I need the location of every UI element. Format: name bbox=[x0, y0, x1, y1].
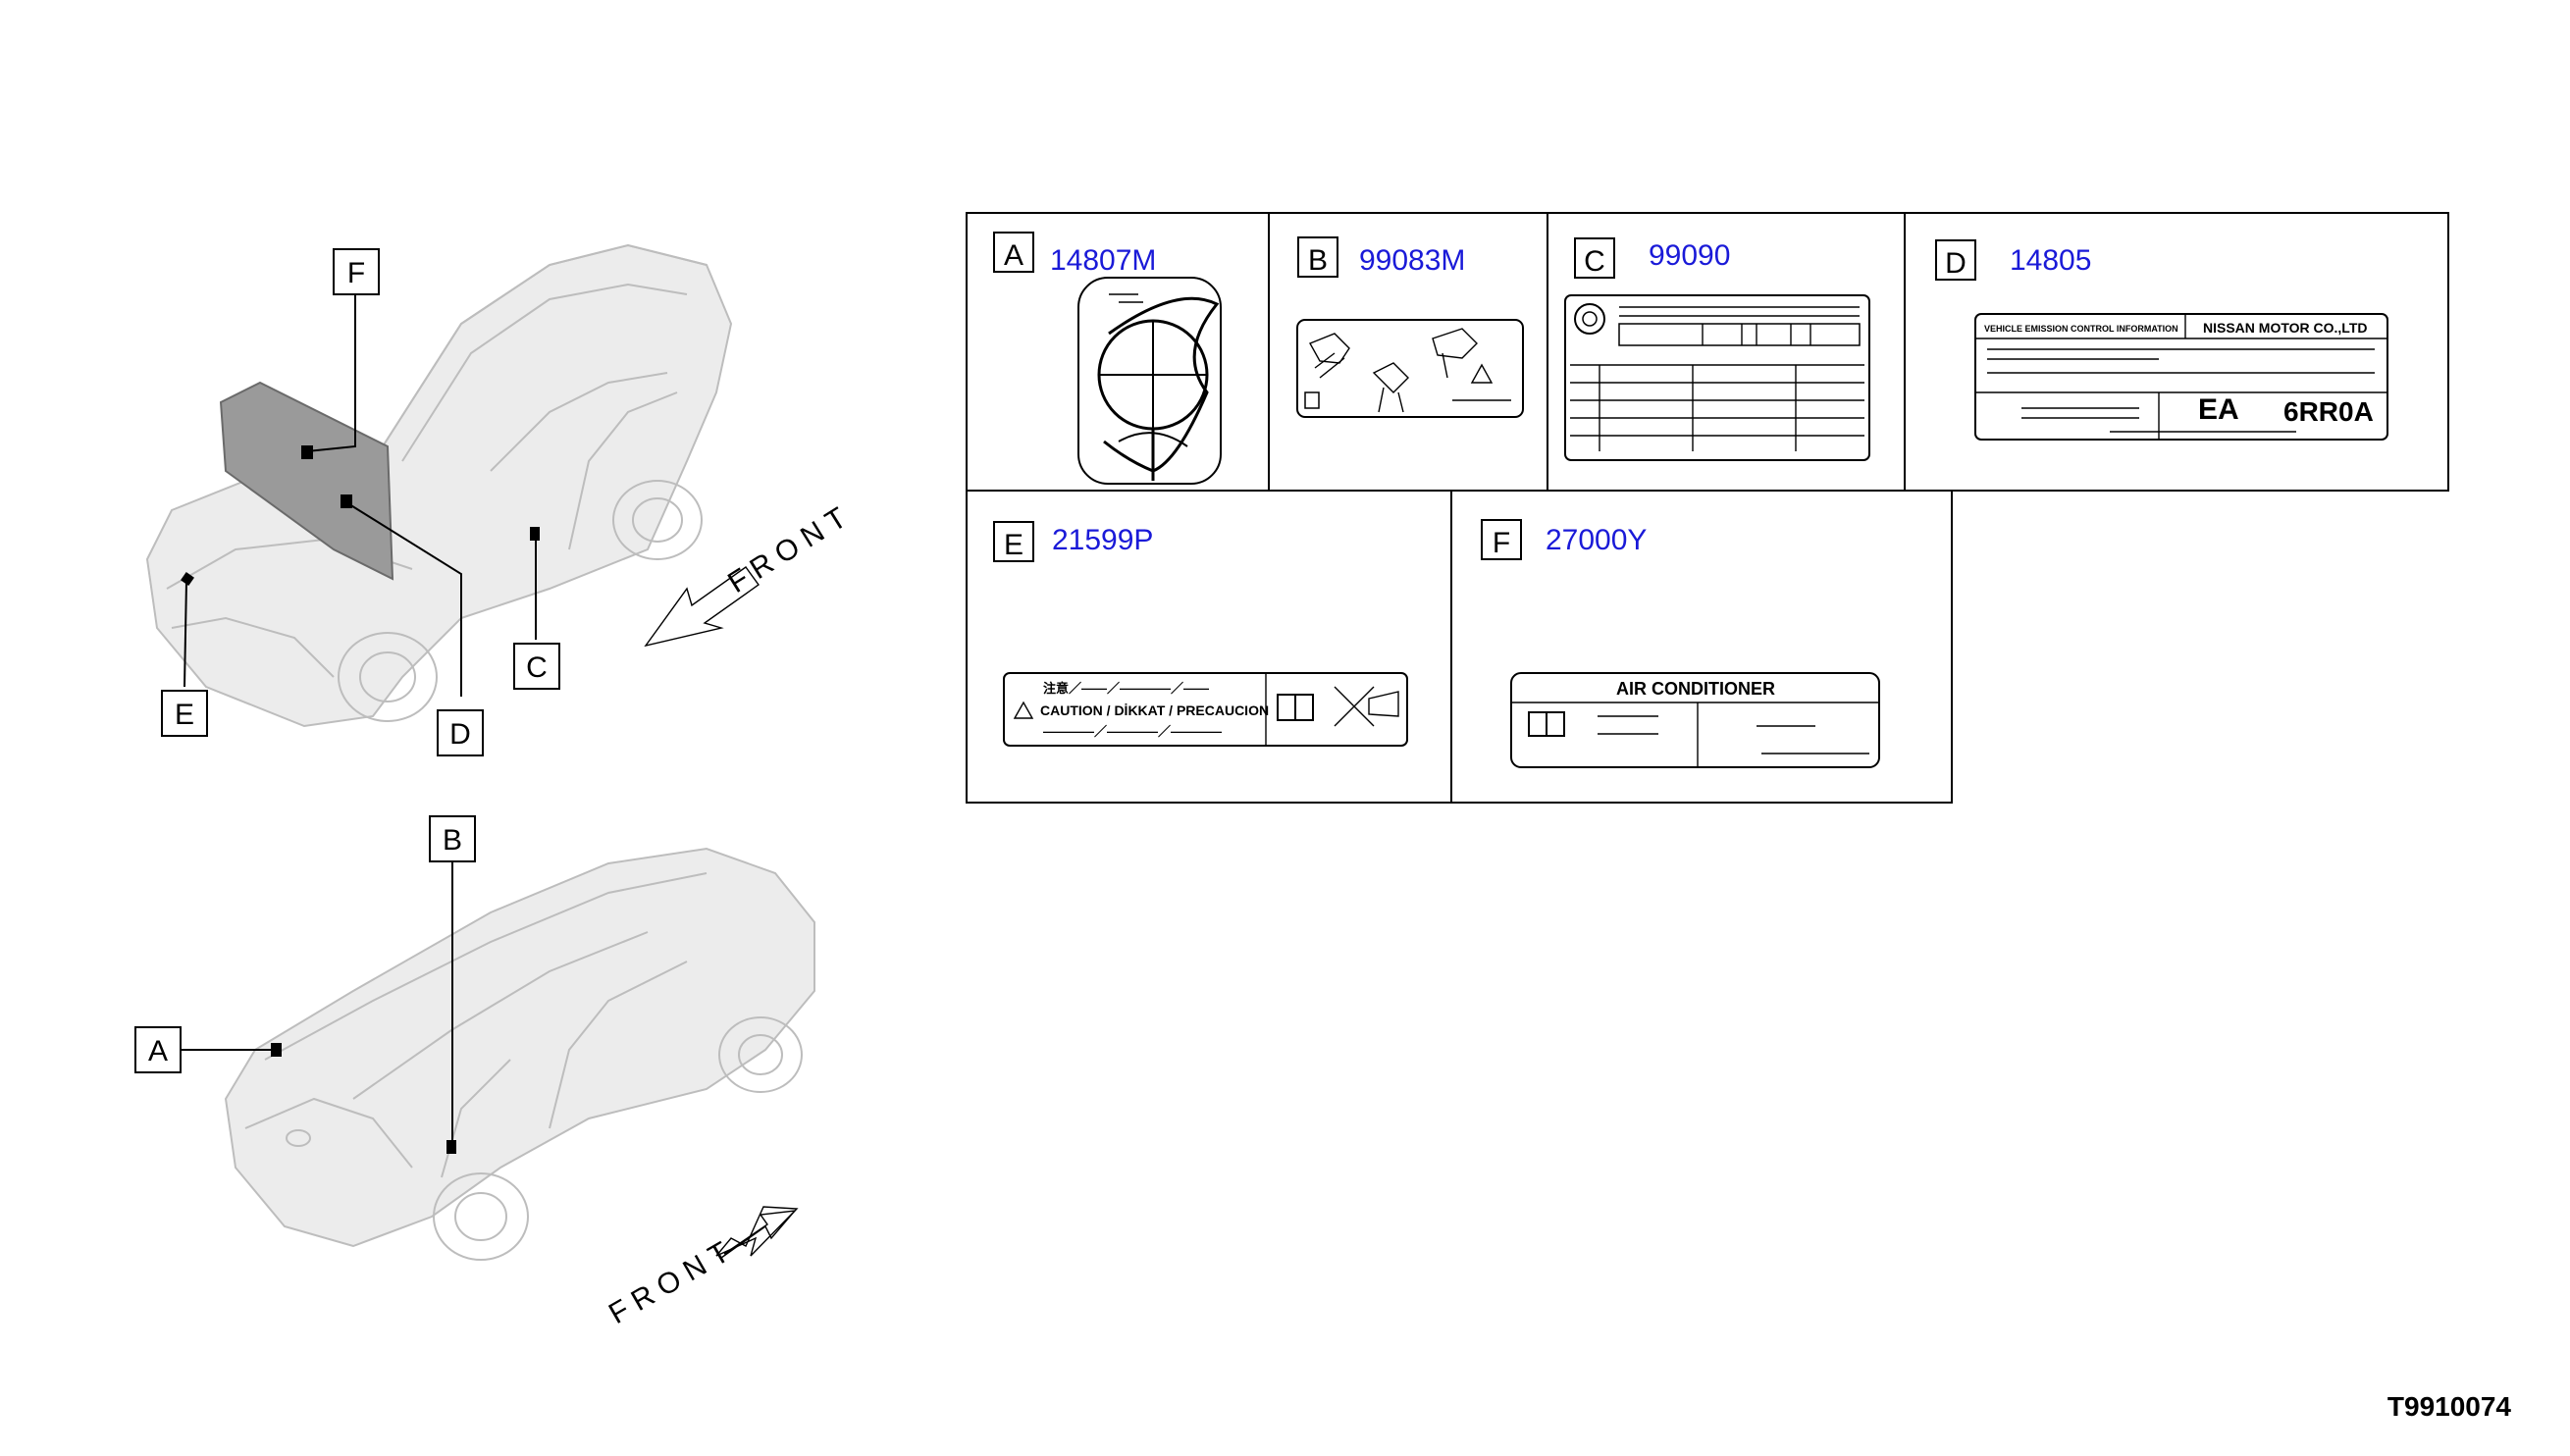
callout-a: A bbox=[134, 1026, 182, 1073]
svg-text:D: D bbox=[449, 718, 471, 751]
figure-id: T9910074 bbox=[2386, 1391, 2511, 1422]
panel-f: F 27000Y AIR CONDITIONER bbox=[1481, 519, 1880, 768]
svg-text:B: B bbox=[443, 824, 462, 857]
svg-text:6RR0A: 6RR0A bbox=[2283, 396, 2374, 427]
front-arrow-top: FRONT bbox=[644, 497, 859, 648]
callout-e: E bbox=[161, 690, 208, 737]
top-car-illustration bbox=[145, 243, 733, 728]
svg-text:D: D bbox=[1945, 247, 1967, 280]
marker-b bbox=[446, 1140, 456, 1154]
panel-d: D 14805 VEHICLE EMISSION CONTROL INFORMA… bbox=[1935, 239, 2388, 441]
panel-c: C 99090 bbox=[1564, 237, 1870, 461]
part-number-c: 99090 bbox=[1649, 239, 1730, 272]
svg-text:注意／——／————／——: 注意／——／————／—— bbox=[1043, 681, 1209, 696]
svg-text:A: A bbox=[1004, 239, 1023, 272]
callout-c: C bbox=[513, 643, 560, 690]
panel-b: B 99083M bbox=[1296, 236, 1524, 418]
marker-f bbox=[301, 445, 313, 459]
svg-text:————／————／————: ————／————／———— bbox=[1043, 724, 1222, 739]
panel-grid bbox=[966, 212, 2449, 804]
front-label-top: FRONT bbox=[722, 497, 859, 599]
part-number-b: 99083M bbox=[1359, 244, 1465, 277]
svg-text:F: F bbox=[347, 257, 365, 289]
marker-c bbox=[530, 527, 540, 541]
label-c-art bbox=[1564, 294, 1870, 461]
panel-a: A 14807M bbox=[993, 232, 1222, 485]
label-a-art bbox=[1077, 277, 1222, 485]
label-f-art: AIR CONDITIONER bbox=[1510, 672, 1880, 768]
front-arrow-bottom: FRONT bbox=[603, 1206, 799, 1330]
bottom-car-illustration bbox=[224, 847, 815, 1261]
svg-text:NISSAN MOTOR CO.,LTD: NISSAN MOTOR CO.,LTD bbox=[2203, 320, 2367, 336]
part-number-d: 14805 bbox=[2010, 244, 2091, 277]
svg-text:EA: EA bbox=[2198, 393, 2239, 426]
label-d-art: VEHICLE EMISSION CONTROL INFORMATION NIS… bbox=[1974, 313, 2388, 441]
svg-text:B: B bbox=[1308, 244, 1328, 277]
svg-text:E: E bbox=[175, 699, 194, 731]
front-label-bottom: FRONT bbox=[603, 1232, 742, 1330]
svg-text:F: F bbox=[1493, 527, 1510, 559]
callout-f: F bbox=[333, 248, 380, 295]
part-number-a: 14807M bbox=[1050, 244, 1156, 277]
svg-text:VEHICLE EMISSION CONTROL INFOR: VEHICLE EMISSION CONTROL INFORMATION bbox=[1984, 324, 2178, 334]
svg-text:C: C bbox=[526, 651, 548, 684]
callout-d: D bbox=[437, 709, 484, 756]
svg-text:E: E bbox=[1004, 529, 1023, 561]
svg-text:A: A bbox=[148, 1035, 168, 1067]
label-e-art: 注意／——／————／—— CAUTION / DİKKAT / PRECAUC… bbox=[1003, 672, 1408, 747]
marker-e bbox=[181, 572, 194, 586]
svg-text:AIR CONDITIONER: AIR CONDITIONER bbox=[1616, 679, 1775, 699]
label-b-art bbox=[1296, 319, 1524, 418]
callout-b: B bbox=[429, 815, 476, 862]
svg-text:CAUTION / DİKKAT / PRECAUCION: CAUTION / DİKKAT / PRECAUCION bbox=[1040, 702, 1269, 718]
svg-text:C: C bbox=[1584, 245, 1605, 278]
part-number-f: 27000Y bbox=[1546, 524, 1647, 556]
marker-a bbox=[271, 1043, 282, 1057]
part-number-e: 21599P bbox=[1052, 524, 1153, 556]
panel-e: E 21599P 注意／——／————／—— CAUTION / DİKKAT … bbox=[993, 521, 1408, 747]
